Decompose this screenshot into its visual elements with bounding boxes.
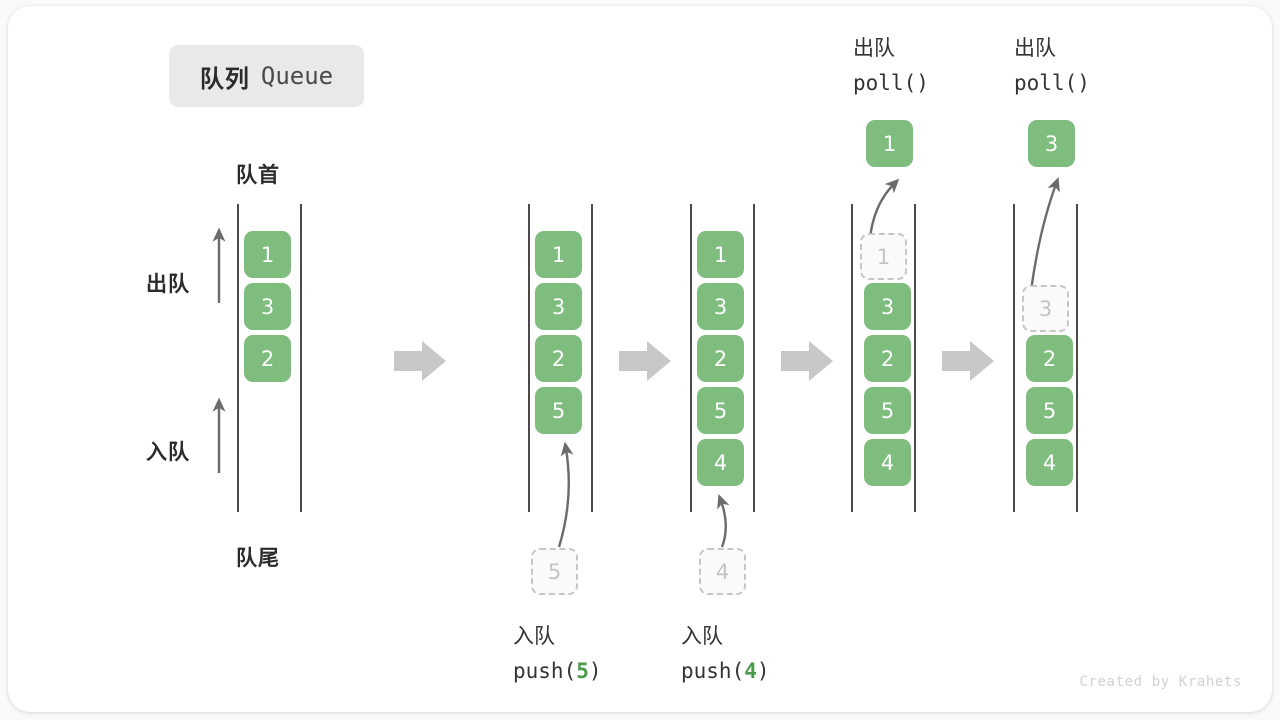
flow-arrow-1 <box>394 341 446 381</box>
push4-fn-open: push( <box>681 659 745 684</box>
poll3-label-fn: poll() <box>1014 66 1090 100</box>
cell: 4 <box>697 439 744 486</box>
cell: 5 <box>864 387 911 434</box>
cell: 1 <box>244 231 291 278</box>
push4-label-cn: 入队 <box>681 625 723 648</box>
push4-label: 入队 push(4) <box>681 620 770 688</box>
side-direction-arrows <box>212 227 226 473</box>
col-poll3-rail-right <box>1076 204 1078 512</box>
ghost-cell: 3 <box>1022 285 1069 332</box>
cell: 5 <box>697 387 744 434</box>
cell: 3 <box>697 283 744 330</box>
cell: 3 <box>244 283 291 330</box>
incoming-ghost-cell: 4 <box>699 548 746 595</box>
push4-label-fn: push(4) <box>681 654 770 688</box>
cell: 2 <box>864 335 911 382</box>
watermark: Created by Krahets <box>1079 674 1242 690</box>
empty-slot <box>1026 231 1073 278</box>
cell: 1 <box>535 231 582 278</box>
incoming-ghost-cell: 5 <box>531 548 578 595</box>
poll3-label-cn: 出队 <box>1014 37 1056 60</box>
push5-label-cn: 入队 <box>513 625 555 648</box>
col-push5-rail-left <box>528 204 530 512</box>
poll1-label: 出队 poll() <box>853 32 929 100</box>
col-poll3-rail-left <box>1013 204 1015 512</box>
title-chinese: 队列 <box>199 65 250 93</box>
poll1-arrow <box>868 178 900 239</box>
popped-cell: 1 <box>866 120 913 167</box>
ghost-cell: 1 <box>860 233 907 280</box>
poll1-label-fn: poll() <box>853 66 929 100</box>
poll3-arrow <box>1029 177 1060 292</box>
queue-head-label: 队首 <box>236 164 280 187</box>
push5-label: 入队 push(5) <box>513 620 602 688</box>
cell: 5 <box>1026 387 1073 434</box>
poll3-fn-close: ) <box>1077 71 1090 96</box>
flow-arrow-3 <box>781 341 833 381</box>
col-initial-rail-left <box>237 204 239 512</box>
diagram-stage: 队列 Queue 队首 队尾 出队 入队 1 3 2 <box>8 6 1272 712</box>
push5-fn-open: push( <box>513 659 577 684</box>
flow-arrow-2 <box>619 341 671 381</box>
push5-fn-arg: 5 <box>576 659 589 684</box>
col-push4-rail-left <box>690 204 692 512</box>
push4-arrow <box>717 493 730 548</box>
cell: 2 <box>244 335 291 382</box>
poll1-fn-open: poll( <box>853 71 917 96</box>
enqueue-label: 入队 <box>146 441 190 464</box>
cell: 2 <box>535 335 582 382</box>
poll3-label: 出队 poll() <box>1014 32 1090 100</box>
col-poll1-rail-right <box>914 204 916 512</box>
diagram-card: 队列 Queue 队首 队尾 出队 入队 1 3 2 <box>8 6 1272 712</box>
cell: 3 <box>535 283 582 330</box>
title-english: Queue <box>260 62 334 90</box>
dequeue-label: 出队 <box>146 273 190 296</box>
cell: 1 <box>697 231 744 278</box>
poll3-fn-open: poll( <box>1014 71 1078 96</box>
push5-label-fn: push(5) <box>513 654 602 688</box>
flow-arrow-4 <box>942 341 994 381</box>
cell: 2 <box>1026 335 1073 382</box>
col-initial-rail-right <box>300 204 302 512</box>
cell: 4 <box>1026 439 1073 486</box>
push5-fn-close: ) <box>588 659 602 684</box>
push5-arrow <box>557 441 574 548</box>
queue-tail-label: 队尾 <box>236 547 280 570</box>
title-badge: 队列 Queue <box>169 45 364 107</box>
popped-cell: 3 <box>1028 120 1075 167</box>
push4-fn-close: ) <box>756 659 770 684</box>
poll1-label-cn: 出队 <box>853 37 895 60</box>
poll1-fn-close: ) <box>916 71 929 96</box>
cell: 5 <box>535 387 582 434</box>
cell: 3 <box>864 283 911 330</box>
cell: 2 <box>697 335 744 382</box>
col-push5-rail-right <box>591 204 593 512</box>
col-poll1-rail-left <box>851 204 853 512</box>
push4-fn-arg: 4 <box>744 659 757 684</box>
col-push4-rail-right <box>753 204 755 512</box>
cell: 4 <box>864 439 911 486</box>
